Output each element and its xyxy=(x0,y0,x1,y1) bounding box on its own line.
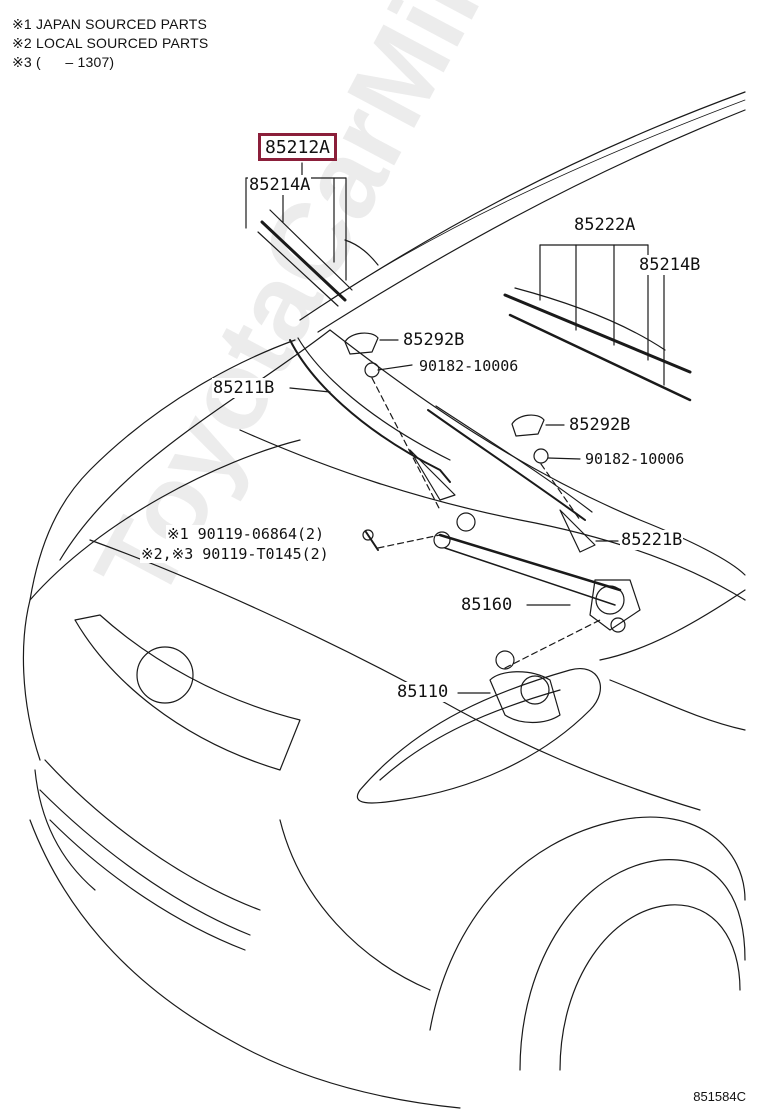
note-date-range: ※3 ( – 1307) xyxy=(12,54,115,70)
callout-90182-2[interactable]: 90182-10006 xyxy=(584,450,686,468)
leader-90182-1 xyxy=(377,364,413,371)
cap-shape-2 xyxy=(511,414,545,437)
callout-85214B[interactable]: 85214B xyxy=(638,255,702,275)
callout-85110[interactable]: 85110 xyxy=(396,682,450,702)
callout-85211B[interactable]: 85211B xyxy=(212,378,276,398)
callout-85292B-1[interactable]: 85292B xyxy=(402,330,466,350)
callout-90119-06864[interactable]: ※1 90119-06864(2) xyxy=(166,525,326,543)
hood-crease xyxy=(239,429,746,601)
headlight-right xyxy=(356,668,601,804)
callout-85222A[interactable]: 85222A xyxy=(573,215,637,235)
callout-85212A[interactable]: 85212A xyxy=(258,133,338,161)
leader-90182-2 xyxy=(547,457,581,460)
motor-shape xyxy=(489,671,561,724)
cowl-line xyxy=(329,329,746,576)
callout-85292B-2[interactable]: 85292B xyxy=(568,415,632,435)
diagram-code: 851584C xyxy=(693,1089,746,1104)
hood-left-edge xyxy=(59,329,331,561)
callout-85214A[interactable]: 85214A xyxy=(248,175,312,195)
leader-85211B xyxy=(289,387,331,393)
callout-90119-T0145[interactable]: ※2,※3 90119-T0145(2) xyxy=(140,545,330,563)
callout-85160[interactable]: 85160 xyxy=(460,595,514,615)
cap-shape-1 xyxy=(344,332,379,355)
headlight-lamp xyxy=(136,646,194,704)
note-local-sourced: ※2 LOCAL SOURCED PARTS xyxy=(12,35,209,51)
grille-top xyxy=(44,759,261,911)
nut-shape-2 xyxy=(533,448,549,464)
callout-85221B[interactable]: 85221B xyxy=(620,530,684,550)
headlight-left xyxy=(74,614,301,771)
wheel-tire xyxy=(519,859,746,1071)
nut-shape-1 xyxy=(364,362,380,378)
note-japan-sourced: ※1 JAPAN SOURCED PARTS xyxy=(12,16,208,32)
wheel-arch xyxy=(429,816,746,1031)
callout-90182-1[interactable]: 90182-10006 xyxy=(418,357,520,375)
